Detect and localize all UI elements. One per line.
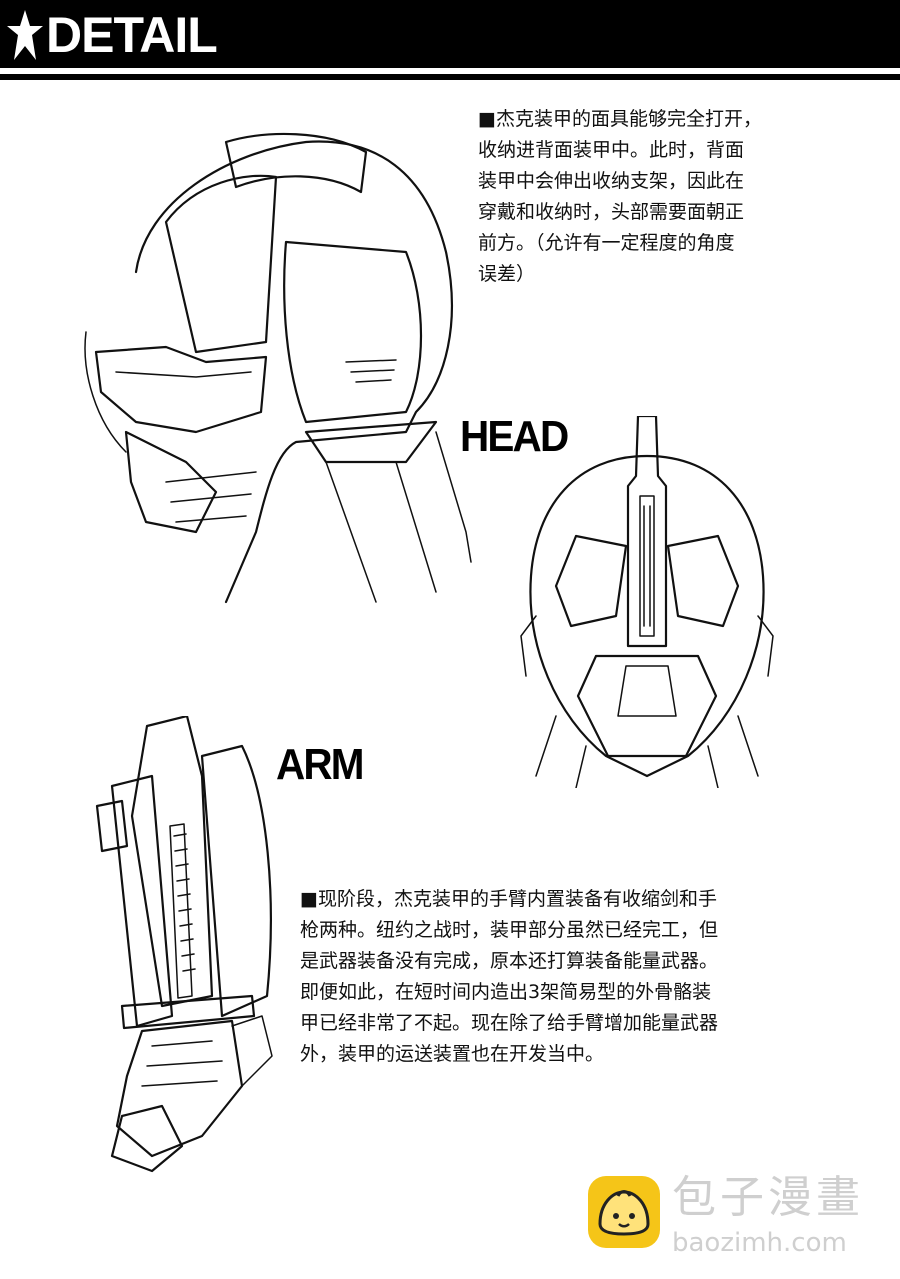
- header-rule: [0, 74, 900, 80]
- helmet-back-illustration: [520, 416, 774, 788]
- watermark-name: 包子漫畫: [672, 1172, 864, 1223]
- bun-mascot-icon: [588, 1176, 660, 1248]
- header-bar: [0, 0, 900, 68]
- arm-label: ARM: [276, 740, 365, 789]
- watermark-url: baozimh.com: [672, 1228, 847, 1258]
- arm-description: ■现阶段，杰克装甲的手臂内置装备有收缩剑和手 枪两种。纽约之战时，装甲部分虽然已…: [300, 888, 719, 1065]
- arm-illustration: [95, 716, 273, 1173]
- star-icon: [7, 10, 43, 60]
- head-label: HEAD: [460, 412, 569, 461]
- helmet-side-illustration: [84, 132, 472, 604]
- page-title: DETAIL: [46, 7, 218, 63]
- head-description: ■杰克装甲的面具能够完全打开， 收纳进背面装甲中。此时，背面 装甲中会伸出收纳支…: [478, 108, 762, 285]
